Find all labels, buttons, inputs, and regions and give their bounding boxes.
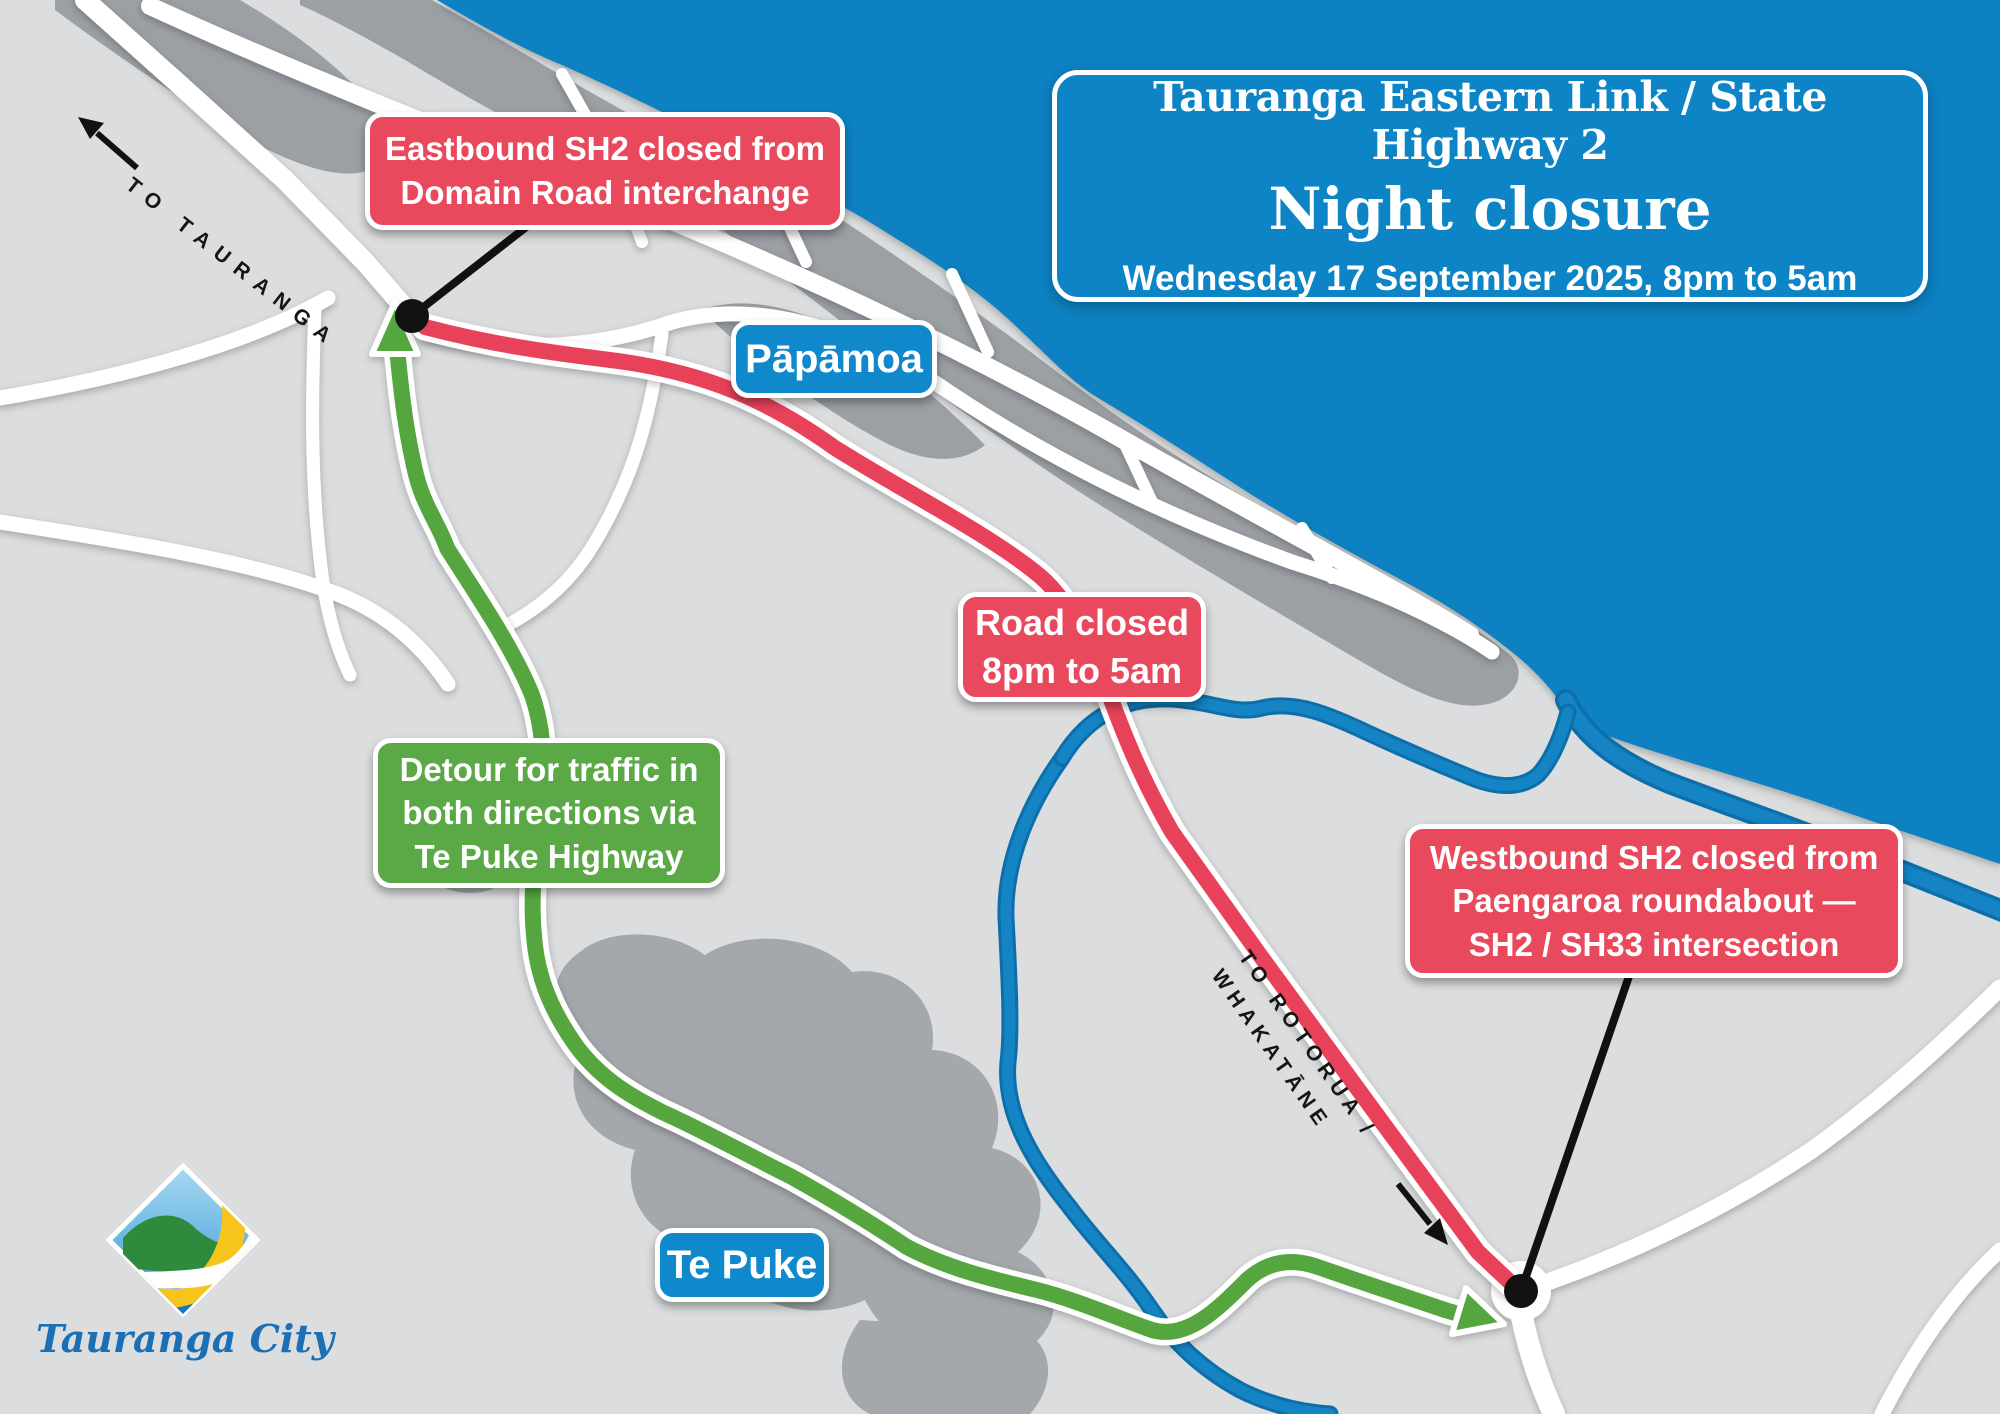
to-rotorua-arrow-icon [1395, 1182, 1448, 1245]
road-papamoa-weave [420, 306, 1500, 660]
road-bottom-right [1874, 1242, 2000, 1414]
title-box: Tauranga Eastern Link / State Highway 2 … [1052, 70, 1928, 302]
to-tauranga-arrow-icon [78, 117, 139, 171]
road-connector-vertical [306, 298, 357, 682]
closure-end-dot [1504, 1274, 1538, 1308]
closure-start-dot [395, 299, 429, 333]
urban-papamoa-blocks-east [1151, 480, 1460, 671]
detour-route [369, 299, 1507, 1346]
tauranga-city-logo-text: Tauranga City [36, 1316, 334, 1361]
road-junction-south [1507, 1287, 1565, 1414]
eastbound-closure-label: Eastbound SH2 closed from Domain Road in… [365, 112, 845, 230]
te-puke-town-label: Te Puke [655, 1228, 829, 1302]
title-line-2: Night closure [1268, 175, 1712, 243]
channel-water [1558, 692, 2000, 919]
detour-label: Detour for traffic in both directions vi… [373, 738, 725, 888]
road-lower-left [0, 514, 456, 692]
road-cross-4 [1116, 432, 1158, 508]
road-cross-5 [1296, 522, 1338, 584]
road-sh2-west [75, 0, 420, 324]
road-cross-3 [946, 268, 994, 358]
closed-route [411, 313, 1526, 1298]
closed-route-red [417, 319, 1520, 1292]
road-golf-vertical [490, 327, 669, 637]
river-south [1000, 752, 1336, 1414]
detour-arrowhead-south-icon [1449, 1285, 1507, 1337]
westbound-closure-label: Westbound SH2 closed from Paengaroa roun… [1405, 824, 1903, 978]
road-closed-label: Road closed 8pm to 5am [958, 592, 1206, 702]
leader-line-westbound [1517, 948, 1642, 1293]
road-junction-east [1512, 979, 2000, 1300]
title-line-3: Wednesday 17 September 2025, 8pm to 5am [1122, 259, 1858, 298]
title-line-1: Tauranga Eastern Link / State Highway 2 [1153, 73, 1827, 169]
papamoa-town-label: Pāpāmoa [731, 320, 937, 398]
detour-route-green [389, 340, 1470, 1340]
te-puke-blob-south [841, 1320, 1049, 1414]
estuary-channel [1555, 689, 2000, 922]
road-inland-left [0, 290, 336, 406]
